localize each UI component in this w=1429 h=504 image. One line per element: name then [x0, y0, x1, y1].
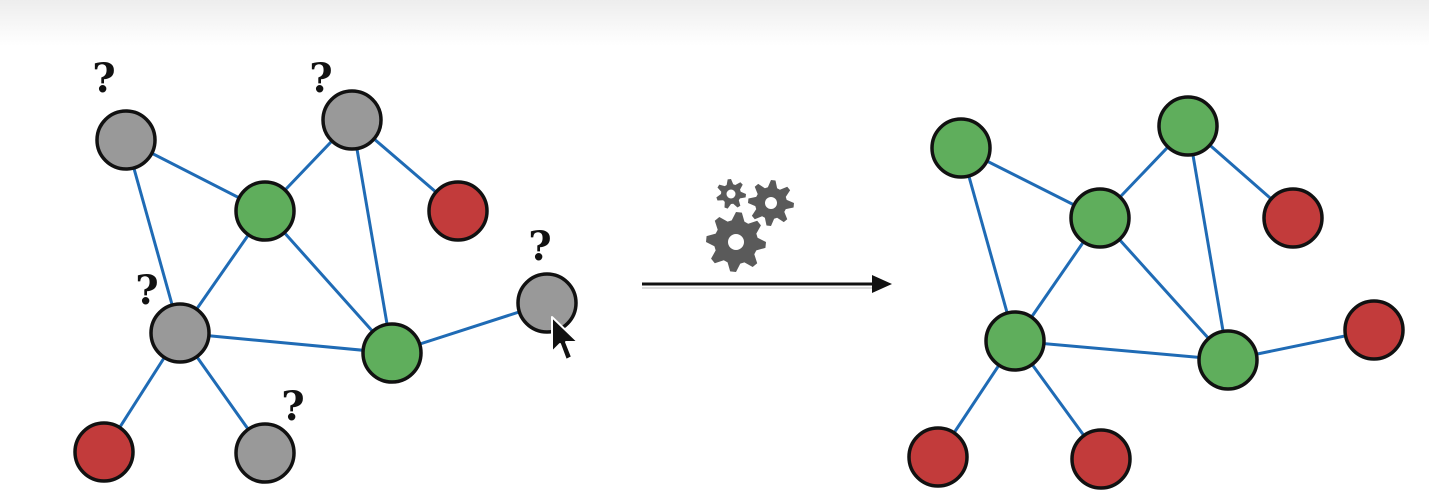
right-node-d-negative: [1262, 187, 1324, 249]
right-node-c-positive: [1069, 187, 1131, 249]
question-mark-a: ?: [92, 55, 115, 102]
question-mark-e: ?: [135, 267, 158, 314]
left-node-h-negative: [73, 421, 135, 483]
right-node-h-negative: [907, 426, 969, 488]
left-edge-b-g: [350, 119, 394, 354]
right-node-i-negative: [1070, 428, 1132, 490]
left-node-d-negative: [427, 180, 489, 242]
right-edge-a-e: [959, 147, 1017, 342]
question-mark-b: ?: [309, 55, 332, 102]
left-node-a-unknown: [95, 109, 157, 171]
left-node-f-unknown: [516, 272, 578, 334]
left-node-g-positive: [361, 322, 423, 384]
top-bar: [0, 0, 1429, 46]
left-node-i-unknown: [234, 422, 296, 484]
right-node-a-positive: [930, 117, 992, 179]
right-graph-edges: [936, 124, 1375, 460]
right-graph-nodes: [907, 95, 1405, 490]
right-node-g-positive: [1197, 329, 1259, 391]
question-mark-f: ?: [528, 223, 551, 270]
right-edge-b-g: [1186, 125, 1230, 361]
right-edge-c-g: [1098, 216, 1230, 362]
right-node-f-negative: [1343, 299, 1405, 361]
left-node-b-unknown: [321, 89, 383, 151]
mouse-pointer-icon: [551, 316, 579, 361]
process-arrow: [642, 275, 892, 293]
right-edge-e-g: [1014, 339, 1229, 362]
right-node-b-positive: [1157, 95, 1219, 157]
question-mark-i: ?: [281, 383, 304, 430]
left-edge-c-g: [263, 210, 394, 354]
left-node-e-unknown: [149, 302, 211, 364]
right-node-e-positive: [984, 310, 1046, 372]
gears-icon: [706, 179, 794, 272]
left-edge-e-g: [179, 331, 393, 355]
left-edge-a-e: [124, 139, 182, 334]
left-graph-edges: [102, 118, 548, 454]
left-node-c-positive: [234, 180, 296, 242]
left-graph-nodes: ?????: [73, 55, 578, 484]
